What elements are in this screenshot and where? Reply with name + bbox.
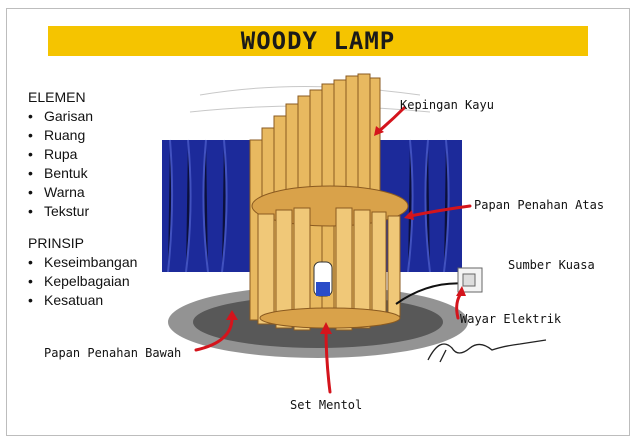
power-socket-icon	[457, 267, 483, 293]
elemen-heading: ELEMEN	[28, 89, 86, 105]
bulb	[313, 261, 333, 297]
bottom-support-board	[259, 307, 401, 329]
prinsip-item: Kepelbagaian	[28, 272, 137, 291]
label-kepingan-kayu: Kepingan Kayu	[400, 98, 494, 112]
elemen-item: Bentuk	[28, 164, 93, 183]
prinsip-list: PRINSIP Keseimbangan Kepelbagaian Kesatu…	[28, 234, 137, 310]
page-title: WOODY LAMP	[240, 27, 396, 55]
elemen-item: Rupa	[28, 145, 93, 164]
label-sumber-kuasa: Sumber Kuasa	[508, 258, 595, 272]
prinsip-heading: PRINSIP	[28, 235, 85, 251]
label-papan-penahan-bawah: Papan Penahan Bawah	[44, 346, 182, 360]
front-slats	[257, 207, 401, 331]
elemen-item: Ruang	[28, 126, 93, 145]
elemen-item: Garisan	[28, 107, 93, 126]
arrowheads	[226, 126, 466, 334]
page-frame	[6, 8, 630, 436]
elemen-item: Tekstur	[28, 202, 93, 221]
label-wayar-elektrik: Wayar Elektrik	[460, 312, 562, 326]
elemen-item: Warna	[28, 183, 93, 202]
label-set-mentol: Set Mentol	[290, 398, 363, 412]
signature	[427, 339, 547, 363]
elemen-list: ELEMEN Garisan Ruang Rupa Bentuk Warna T…	[28, 88, 93, 221]
label-papan-penahan-atas: Papan Penahan Atas	[474, 198, 605, 212]
title-banner: WOODY LAMP	[48, 26, 588, 56]
prinsip-item: Kesatuan	[28, 291, 137, 310]
prinsip-item: Keseimbangan	[28, 253, 137, 272]
